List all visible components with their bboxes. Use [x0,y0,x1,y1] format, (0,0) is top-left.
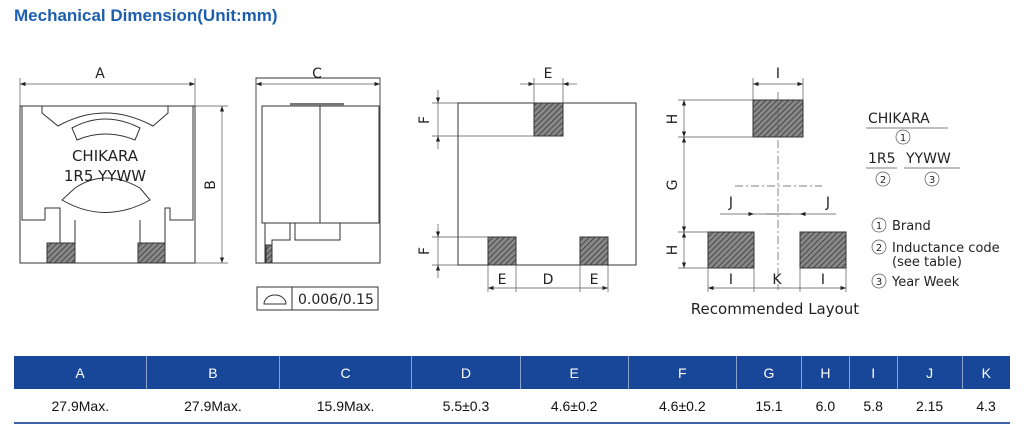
dim-label-f-top: F [417,116,433,124]
legend-num-3: 3 [929,175,935,186]
legend-num-1: 1 [900,133,906,144]
header-cell: H [801,356,850,389]
dim-label-c: C [312,66,322,82]
front-view: CHIKARA 1R5 YYWW A B [19,66,228,264]
header-cell: I [849,356,898,389]
legend-brand-text: CHIKARA [868,111,930,127]
dim-label-d: D [543,272,554,288]
header-cell: G [736,356,802,389]
dim-label-k: K [772,272,782,288]
dim-label-f-bottom: F [417,247,433,255]
dim-label-e-right: E [590,272,599,288]
dim-label-e-top: E [544,66,553,82]
header-cell: A [14,356,148,389]
bottom-view: E F F E D E [417,66,637,292]
table-header-row: A B C D E F G H I J K [14,356,1010,389]
dim-label-i-left: I [729,272,733,288]
table-row: 27.9Max. 27.9Max. 15.9Max. 5.5±0.3 4.6±0… [14,389,1010,424]
dim-label-h-top: H [665,114,681,125]
legend-item-num: 3 [876,277,882,288]
header-cell: C [279,356,413,389]
header-cell: E [520,356,629,389]
dim-label-e-left: E [498,272,507,288]
dim-label-j-left: J [728,195,733,211]
legend-inductance-text: 1R5 [868,151,896,167]
value-cell: 27.9Max. [146,389,280,424]
value-cell: 27.9Max. [14,389,147,424]
dim-label-g: G [665,180,681,191]
header-cell: D [411,356,521,389]
dim-label-a: A [95,66,105,82]
value-cell: 4.3 [962,389,1010,424]
value-cell: 4.6±0.2 [520,389,629,424]
marking-line1: CHIKARA [72,147,139,165]
legend-item-yearweek: Year Week [891,275,960,290]
value-cell: 5.8 [849,389,898,424]
section-title: Mechanical Dimension(Unit:mm) [14,6,278,25]
legend-item-inductance: Inductance code [892,241,1000,256]
value-cell: 15.9Max. [279,389,412,424]
marking-line2: 1R5 YYWW [64,167,146,185]
legend-note: (see table) [892,255,962,270]
value-cell: 6.0 [801,389,850,424]
dim-label-i-top: I [776,66,780,82]
header-cell: K [962,356,1010,389]
dim-label-i-right: I [821,272,825,288]
legend-num-2: 2 [880,175,886,186]
header-cell: F [628,356,737,389]
value-cell: 4.6±0.2 [628,389,737,424]
header-cell: B [146,356,280,389]
value-cell: 2.15 [897,389,963,424]
recommended-layout: I H G H J J I K I Recommended Layout [665,66,859,318]
legend-item-num: 1 [876,221,882,232]
legend-item-num: 2 [876,243,882,254]
dim-label-b: B [203,180,219,190]
value-cell: 15.1 [736,389,802,424]
flatness-value: 0.006/0.15 [298,292,374,308]
legend-yyww-text: YYWW [905,151,951,167]
legend-item-brand: Brand [892,219,931,234]
dim-label-j-right: J [825,195,830,211]
header-cell: J [897,356,963,389]
profile-surface-icon [263,294,287,305]
dim-label-h-bottom: H [665,245,681,256]
marking-legend: CHIKARA 1 1R5 YYWW 2 3 1 Brand 2 Inducta… [866,111,1000,290]
value-cell: 5.5±0.3 [411,389,521,424]
dimension-table: A B C D E F G H I J K 27.9Max. 27.9Max. … [14,356,1010,424]
side-view: C 0.006/0.15 [255,66,381,311]
mechanical-drawing: CHIKARA 1R5 YYWW A B C 0.006/0.15 E F [19,66,1000,318]
recommended-layout-caption: Recommended Layout [691,300,860,318]
